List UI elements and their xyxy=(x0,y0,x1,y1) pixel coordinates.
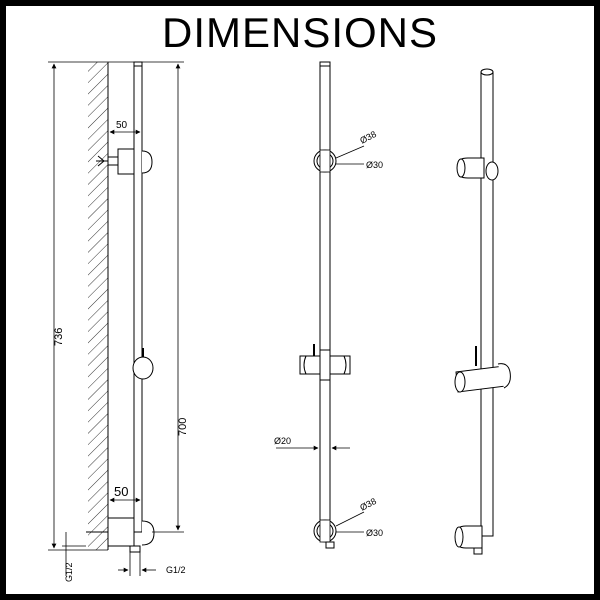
bottom-bracket-perspective xyxy=(454,525,483,555)
slider-front xyxy=(299,344,351,381)
rail-tube-perspective xyxy=(480,71,494,537)
label-top-inner: Ø30 xyxy=(366,160,383,170)
wall-hatch xyxy=(88,62,108,550)
top-bracket-side xyxy=(96,148,153,175)
top-bracket-front xyxy=(313,149,337,173)
label-rail-length: 700 xyxy=(177,418,189,436)
rail-tube-front xyxy=(319,61,331,539)
label-top-depth: 50 xyxy=(116,120,128,131)
label-thread-left: G1/2 xyxy=(64,562,74,582)
label-top-outer: Ø38 xyxy=(358,129,378,146)
label-total-height: 736 xyxy=(53,328,65,346)
perspective-view xyxy=(454,68,511,555)
bottom-bracket-side xyxy=(86,517,155,553)
label-bottom-outer: Ø38 xyxy=(358,496,378,513)
slider-side xyxy=(132,348,154,380)
rail-tube-side xyxy=(133,61,143,533)
slider-perspective xyxy=(454,346,511,393)
page-title: DIMENSIONS xyxy=(161,9,439,56)
bottom-bracket-front xyxy=(313,519,337,549)
top-bracket-perspective xyxy=(456,157,499,181)
side-view: 736 700 50 50 G1/2 G1/2 xyxy=(48,61,189,582)
label-bottom-depth: 50 xyxy=(114,484,128,499)
dimension-drawing: 736 700 50 50 G1/2 G1/2 xyxy=(48,61,511,582)
front-view: Ø38 Ø30 Ø20 Ø38 xyxy=(274,61,383,549)
label-thread-bottom: G1/2 xyxy=(166,565,186,575)
label-bottom-inner: Ø30 xyxy=(366,528,383,538)
label-rail-diameter: Ø20 xyxy=(274,436,291,446)
diagram-frame: DIMENSIONS xyxy=(6,6,594,594)
